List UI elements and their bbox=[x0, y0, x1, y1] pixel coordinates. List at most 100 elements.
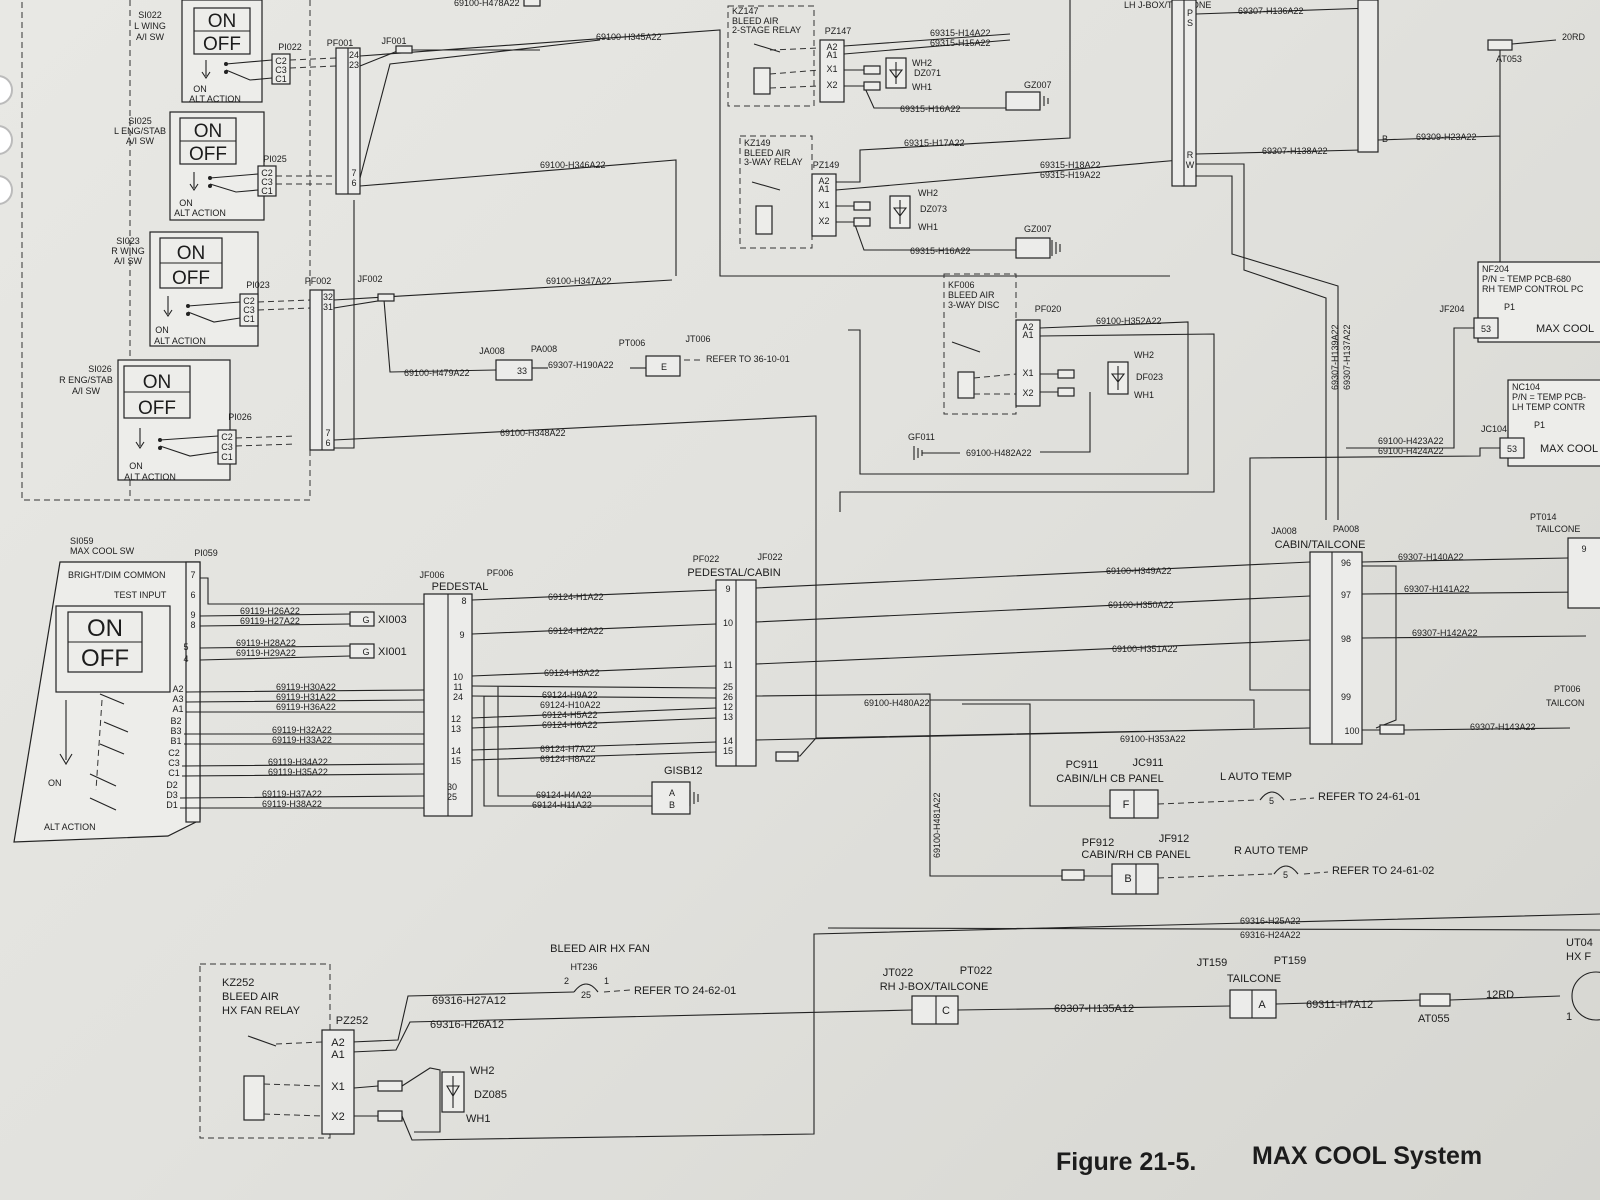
plug-body bbox=[811, 173, 837, 237]
module-pn: P/N = TEMP PCB-680 bbox=[1482, 274, 1571, 284]
wire-label: 69315-H19A22 bbox=[1040, 170, 1101, 180]
connector-body bbox=[645, 355, 681, 377]
wire-label: 69119-H38A22 bbox=[262, 799, 322, 809]
relay-wires bbox=[843, 33, 1040, 109]
lamp-id: XI001 bbox=[378, 646, 407, 658]
breaker-rating: 5 bbox=[1269, 796, 1274, 806]
jack-id: JF912 bbox=[1159, 833, 1190, 845]
switch-si025: SI025 L ENG/STAB A/I SW ON OFF ON ALT AC… bbox=[114, 111, 287, 221]
wire-label: 69100-H424A22 bbox=[1378, 446, 1444, 456]
binder-ring bbox=[0, 75, 13, 105]
switch-contacts bbox=[209, 173, 259, 193]
pin: C1 bbox=[275, 74, 287, 84]
relay-id: KZ252 bbox=[222, 977, 254, 989]
diode-id: DZ073 bbox=[920, 204, 947, 214]
plug-id: PA008 bbox=[531, 344, 557, 354]
splice bbox=[1419, 993, 1451, 1007]
wire-tag: WH1 bbox=[466, 1113, 490, 1125]
ground-id: GZ007 bbox=[1024, 80, 1052, 90]
lamp-connector bbox=[349, 611, 375, 627]
pin: B bbox=[1124, 873, 1131, 885]
wire-return bbox=[334, 200, 355, 449]
connector-id: PF001 bbox=[327, 38, 354, 48]
wire-label: 69124-H6A22 bbox=[542, 720, 598, 730]
alt-on: ON bbox=[179, 198, 193, 208]
wire-label: 69307-H139A22 bbox=[1330, 324, 1340, 390]
splice bbox=[853, 201, 871, 211]
relay-line: BLEED AIR bbox=[948, 290, 995, 300]
wire-label: 69124-H5A22 bbox=[542, 710, 598, 720]
wire-h478-stub bbox=[359, 49, 540, 67]
plug-body bbox=[1015, 319, 1041, 407]
wire-label: 69100-H346A22 bbox=[540, 160, 606, 170]
connector-body bbox=[1309, 551, 1363, 745]
connector-body bbox=[1111, 863, 1159, 895]
pin: 1 bbox=[604, 976, 609, 986]
legend-off: OFF bbox=[203, 34, 241, 55]
relay-wires bbox=[839, 321, 1215, 512]
relay-line: BLEED AIR bbox=[744, 148, 791, 158]
switch-name: R WING bbox=[111, 246, 145, 256]
wire-tag: WH2 bbox=[912, 58, 932, 68]
switch-name: R ENG/STAB bbox=[59, 375, 113, 385]
switch-id: SI025 bbox=[128, 116, 152, 126]
pin: D1 bbox=[166, 800, 178, 810]
wire-label: 69100-H351A22 bbox=[1112, 644, 1178, 654]
wire-label: 69119-H35A22 bbox=[268, 767, 328, 777]
anti-ice-switch-group-outline-right bbox=[130, 0, 311, 501]
wire-label: 69309-H23A22 bbox=[1416, 132, 1477, 142]
pin: C2 bbox=[275, 56, 287, 66]
legend-off: OFF bbox=[172, 268, 210, 289]
connector-jt022: JT022 PT022 RH J-BOX/TAILCONE C bbox=[880, 965, 992, 1025]
refer-note: REFER TO 24-62-01 bbox=[634, 985, 736, 997]
relay-jumpers bbox=[263, 1041, 323, 1117]
pin: 15 bbox=[451, 756, 461, 766]
plug-id: P1 bbox=[1534, 420, 1545, 430]
anti-ice-switch-group-outline bbox=[21, 0, 131, 501]
connector-pf002: PF002 JF002 32 31 7 6 bbox=[305, 274, 383, 451]
legend-on: ON bbox=[208, 11, 237, 32]
plug-jumpers bbox=[235, 57, 337, 447]
signal-name: MAX COOL bbox=[1540, 443, 1598, 455]
connector-body bbox=[1357, 0, 1379, 153]
wire-h423 bbox=[1346, 327, 1474, 449]
relay-line: BLEED AIR bbox=[222, 991, 279, 1003]
splice bbox=[523, 0, 541, 7]
pin: 8 bbox=[461, 596, 466, 606]
plug-body bbox=[257, 165, 277, 197]
pin: C2 bbox=[168, 748, 180, 758]
relay-wires bbox=[835, 0, 1181, 251]
pin: 6 bbox=[325, 438, 330, 448]
switch-sub: A/I SW bbox=[114, 256, 143, 266]
jack-id: JT022 bbox=[883, 967, 914, 979]
plug-id: PF006 bbox=[487, 568, 514, 578]
pin: 25 bbox=[447, 792, 457, 802]
connector-pt006: PT006 JT006 E REFER TO 36-10-01 bbox=[619, 334, 790, 377]
jack-id: JF006 bbox=[419, 570, 444, 580]
module-nc104: NC104 P/N = TEMP PCB- LH TEMP CONTR JC10… bbox=[1249, 379, 1600, 691]
dashed-link bbox=[1289, 797, 1315, 801]
breaker-rating: 5 bbox=[1283, 870, 1288, 880]
fan-name: HX F bbox=[1566, 951, 1591, 963]
jack-id: JF002 bbox=[357, 274, 382, 284]
wire-label: 69119-H31A22 bbox=[276, 692, 336, 702]
ground-id: GZ007 bbox=[1024, 224, 1052, 234]
pin: 24 bbox=[349, 50, 359, 60]
wire-label: 69307-H135A12 bbox=[1054, 1003, 1134, 1015]
splice bbox=[377, 293, 395, 302]
wire-label: 69100-H353A22 bbox=[1120, 734, 1186, 744]
diode-icon bbox=[888, 62, 904, 84]
wire-label: 69307-H141A22 bbox=[1404, 584, 1470, 594]
arrow-down-icon bbox=[201, 60, 211, 79]
switch-contacts bbox=[225, 59, 273, 81]
relay-line: HX FAN RELAY bbox=[222, 1005, 301, 1017]
wire-label: 69315-H14A22 bbox=[930, 28, 991, 38]
pin: C1 bbox=[168, 768, 180, 778]
switch-contact-stack bbox=[89, 693, 129, 811]
switch-si022: SI022 L WING A/I SW ON OFF ON ALT ACTION… bbox=[134, 0, 302, 104]
switch-contacts bbox=[89, 693, 129, 811]
pin: 33 bbox=[517, 366, 527, 376]
pin: C1 bbox=[221, 452, 233, 462]
plug-id: PI025 bbox=[263, 154, 287, 164]
pin: 9 bbox=[725, 584, 730, 594]
